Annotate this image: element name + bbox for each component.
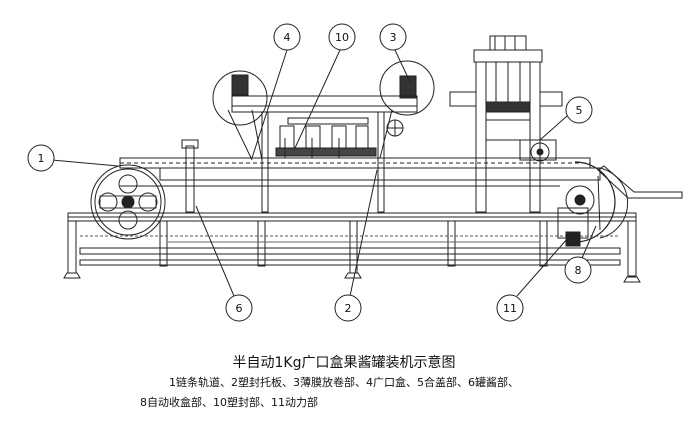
callout-5-label: 5: [576, 104, 583, 117]
callout-3-circle: [379, 23, 407, 51]
callout-2-label: 2: [345, 302, 352, 315]
callout-6-circle: [225, 294, 253, 322]
callout-5-leader: [539, 115, 568, 141]
callout-10-label: 10: [335, 31, 349, 44]
callout-6-leader: [195, 205, 235, 297]
callout-10-circle: [328, 23, 356, 51]
callout-4-circle: [273, 23, 301, 51]
callout-8-circle: [564, 256, 592, 284]
callout-2-leader: [349, 169, 378, 297]
callout-8-label: 8: [575, 264, 582, 277]
figure-legend-line-2: 8自动收盒部、10塑封部、11动力部: [140, 396, 318, 409]
callout-3-label: 3: [390, 31, 397, 44]
lid-tower: [449, 35, 563, 213]
filling-station: [181, 139, 210, 213]
callout-5-circle: [565, 96, 593, 124]
callout-11-label: 11: [503, 302, 517, 315]
figure-title: 半自动1Kg广口盒果酱罐装机示意图: [232, 355, 456, 371]
callout-3-leader: [394, 49, 411, 83]
sealing-gantry: [231, 95, 418, 213]
callout-8-leader: [581, 225, 597, 259]
callout-6-label: 6: [236, 302, 243, 315]
callout-1-leader: [51, 159, 119, 167]
chain-track: [119, 157, 601, 187]
left-sprocket-drum: [90, 164, 166, 240]
callout-4-label: 4: [284, 31, 291, 44]
callout-1-circle: [27, 144, 55, 172]
right-sprocket-drum: [557, 161, 629, 247]
left-film-hoop: [212, 70, 268, 161]
right-film-hoop: [379, 60, 435, 159]
callout-11-leader: [516, 237, 569, 297]
callout-2-circle: [334, 294, 362, 322]
callout-10-leader: [294, 49, 341, 149]
callout-4-leader: [251, 49, 288, 159]
output-chute: [597, 165, 683, 231]
callouts: 1 4 10 3 5 6 2 11 8: [27, 23, 597, 322]
figure-legend-line-1: 1链条轨道、2塑封托板、3薄膜放卷部、4广口盒、5合盖部、6罐酱部、: [169, 376, 519, 389]
base-frame: [63, 212, 641, 283]
callout-1-label: 1: [38, 152, 45, 165]
machine-drawing: 1 4 10 3 5 6 2 11 8: [27, 23, 683, 322]
callout-11-circle: [496, 294, 524, 322]
